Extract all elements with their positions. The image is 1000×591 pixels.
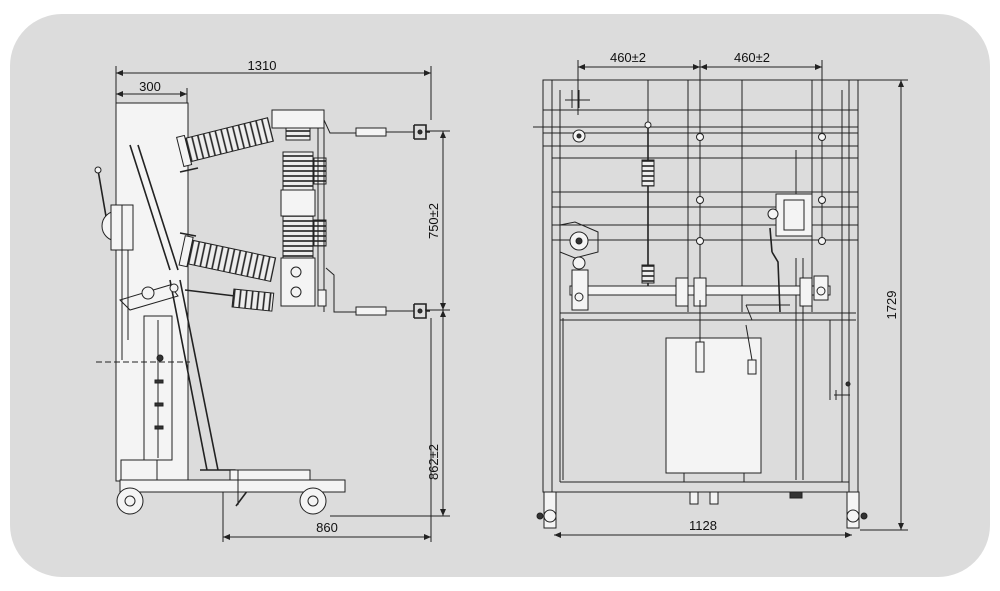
front-base: [536, 491, 868, 529]
lower-terminal: [325, 267, 430, 319]
operating-lever: [94, 166, 134, 360]
front-view: 460±2 460±2 1729 1128: [533, 50, 908, 538]
bottom-insulator: [184, 288, 275, 312]
lower-insulator: [178, 232, 277, 283]
upper-terminal: [323, 119, 430, 140]
right-mechanism: [767, 150, 813, 313]
trolley-base: [116, 469, 346, 515]
grounding-symbol: [565, 90, 590, 143]
operating-shaft: [569, 269, 831, 321]
dim-label-total-depth: 1310: [248, 58, 277, 73]
dimension-base-length: 860: [222, 318, 432, 542]
dimension-height: 1729: [858, 79, 908, 531]
dimension-pitch-right: 460±2: [700, 50, 823, 240]
dim-label-height: 1729: [884, 291, 899, 320]
side-view: 1310 300 750±2 862±2 860: [94, 58, 450, 542]
dim-label-width: 1128: [689, 518, 717, 533]
push-arm: [119, 144, 249, 507]
dim-label-top-offset: 300: [139, 79, 161, 94]
central-pole: [271, 109, 327, 312]
transformer-box: [665, 300, 762, 482]
dim-label-pitch-left: 460±2: [610, 50, 646, 65]
dimension-width: 1128: [554, 518, 852, 538]
dimension-terminal-height: 862±2: [330, 310, 450, 517]
indicator-mark: [834, 381, 851, 400]
front-frame: [533, 79, 859, 493]
dimension-terminal-spacing: 750±2: [425, 130, 450, 311]
spring-rod: [641, 121, 655, 295]
dim-label-terminal-spacing: 750±2: [426, 203, 441, 239]
upper-insulator: [176, 117, 274, 173]
mounting-holes: [696, 133, 826, 245]
dim-label-base-length: 860: [316, 520, 338, 535]
dim-label-pitch-right: 460±2: [734, 50, 770, 65]
pulley-wheel: [559, 221, 599, 270]
dimension-total-depth: 1310: [115, 58, 432, 120]
dim-label-terminal-height: 862±2: [426, 444, 441, 480]
dimension-pitch-left: 460±2: [577, 50, 701, 300]
